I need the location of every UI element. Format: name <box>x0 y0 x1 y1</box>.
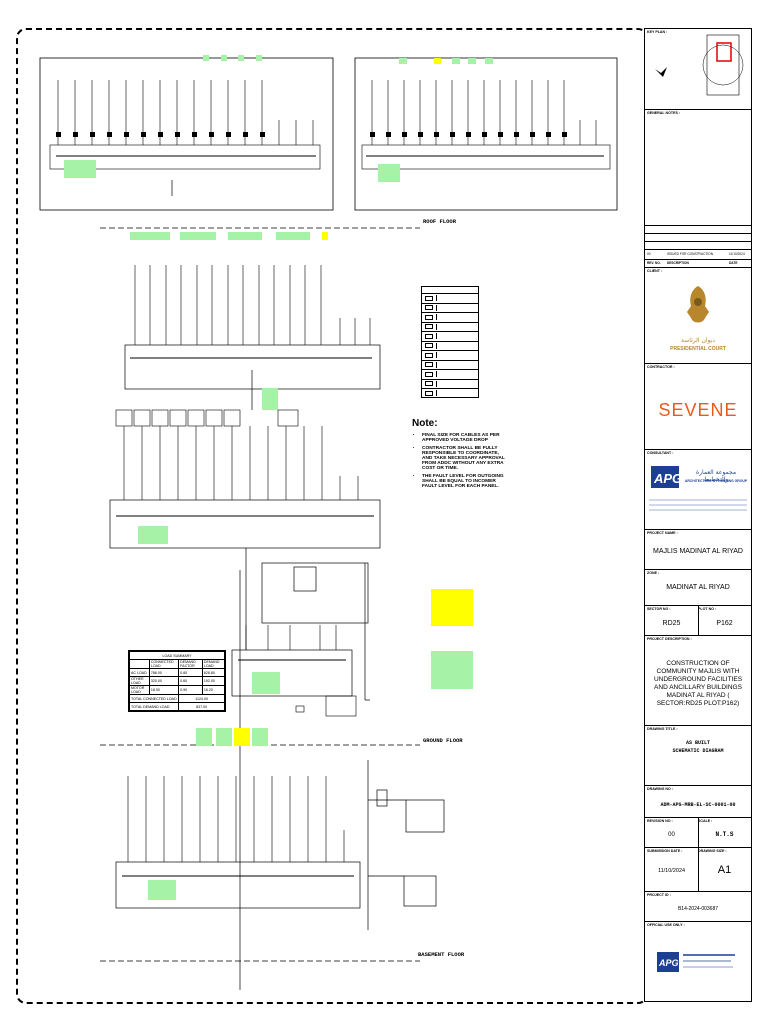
client-arabic: ديوان الرئاسة <box>681 337 715 344</box>
roof-level-label: ROOF FLOOR <box>423 218 457 225</box>
note-item: FINAL SIZE FOR CABLES AS PER APPROVED VO… <box>422 433 508 443</box>
general-notes: GENERAL NOTES : <box>645 109 751 225</box>
main-lv-panel <box>231 562 369 717</box>
sector-plot: SECTOR NO : PLOT NO : RD25 P162 <box>645 605 751 636</box>
submission-size: SUBMISSION DATE : DRAWING SIZE : 11/10/2… <box>645 847 751 892</box>
svg-text:APG: APG <box>653 471 682 486</box>
note-item: CONTRACTOR SHALL BE FULLY RESPONSIBLE TO… <box>422 446 508 471</box>
consultant-arabic: مجموعة العمارة والتخطيط <box>695 469 737 483</box>
top-highlights <box>203 55 493 64</box>
table-cell: TOTAL DEMAND LOAD <box>128 702 180 711</box>
client-section: CLIENT : ديوان الرئاسة PRESIDENTIAL COUR… <box>645 267 751 363</box>
drawing-title: DRAWING TITLE : AS BUILT SCHEMATIC DIAGR… <box>645 725 751 785</box>
table-cell: 0.80 <box>178 668 203 677</box>
notes-block: Note: FINAL SIZE FOR CABLES AS PER APPRO… <box>412 418 508 492</box>
legend-green-swatch <box>431 651 473 689</box>
ground-smdb-headers <box>115 409 299 427</box>
table-cell: TOTAL CONNECTED LOAD <box>128 694 180 703</box>
main-lv-feeders <box>245 625 337 650</box>
revision-scale: REVISION NO : SCALE : 00 N.T.S <box>645 817 751 848</box>
table-cell: 320.00 <box>148 676 180 686</box>
zone: ZONE : MADINAT AL RIYAD <box>645 569 751 605</box>
table-cell: 1124.00 <box>178 694 225 703</box>
roof-mdb-feeders <box>134 265 371 345</box>
table-cell: OTHER LOAD <box>129 676 150 686</box>
ground-smdb <box>109 499 381 549</box>
roof-mdb <box>124 232 381 410</box>
title-block: KEY PLAN : GENERAL NOTES : 00 ISSUED FOR… <box>644 28 752 1002</box>
basement-db <box>115 861 361 909</box>
table-cell: AC LOAD <box>129 668 150 677</box>
note-item: THE FAULT LEVEL FOR OUTGOING SHALL BE EQ… <box>422 474 508 489</box>
consultant-name: ARCHITECTURE & PLANNING GROUP <box>684 479 748 483</box>
client-emblem <box>687 286 709 323</box>
project-id: PROJECT ID : B14-2024-003687 <box>645 891 751 921</box>
table-cell: 18.00 <box>148 685 180 695</box>
ground-highlights <box>196 728 268 746</box>
table-row: TOTAL DEMAND LOAD 837.00 <box>128 702 225 711</box>
contractor-logo: SEVENE <box>658 400 738 420</box>
ground-smdb-feeders <box>123 426 359 500</box>
client-name: PRESIDENTIAL COURT <box>670 346 726 352</box>
key-plan-map <box>655 34 744 96</box>
table-cell: 628.80 <box>201 668 226 677</box>
table-row: TOTAL CONNECTED LOAD 1124.00 <box>128 694 225 703</box>
revision-row: 00 ISSUED FOR CONSTRUCTION 11/10/2024 <box>645 249 751 259</box>
official-stamp-logo: APG <box>657 952 735 972</box>
notes-heading: Note: <box>412 418 438 429</box>
roof-breakers <box>56 132 567 137</box>
table-row: OTHER LOAD 320.00 0.60 192.00 <box>129 676 226 686</box>
project-description: PROJECT DESCRIPTION : CONSTRUCTION OF CO… <box>645 635 751 725</box>
table-cell: 0.60 <box>178 676 203 686</box>
table-cell: 0.90 <box>178 685 203 695</box>
main-riser <box>171 180 370 990</box>
symbol-legend <box>421 286 479 398</box>
consultant-section: CONSULTANT : APG مجموعة العمارة والتخطيط… <box>645 449 751 529</box>
column-header <box>129 659 150 669</box>
table-cell: 192.00 <box>201 676 226 686</box>
revision-headers: REV. NO. DESCRIPTION DATE <box>645 259 751 267</box>
basement-feeders <box>127 776 345 862</box>
column-header: CONNECTED LOAD <box>148 659 180 669</box>
table-cell: 786.00 <box>148 668 180 677</box>
table-cell: 16.20 <box>201 685 226 695</box>
key-plan: KEY PLAN : <box>645 29 751 109</box>
ground-level-label: GROUND FLOOR <box>423 737 463 744</box>
contractor-section: CONTRACTOR : SEVENE <box>645 363 751 449</box>
table-cell: MOTOR LOAD <box>129 685 150 695</box>
table-row: AC LOAD 786.00 0.80 628.80 <box>129 668 226 677</box>
svg-text:APG: APG <box>658 958 679 968</box>
basement-level-label: BASEMENT FLOOR <box>418 951 465 958</box>
table-row: MOTOR LOAD 18.00 0.90 16.20 <box>129 685 226 695</box>
official-use: OFFICIAL USE ONLY : APG <box>645 921 751 1001</box>
load-summary-table: LOAD SUMMARY CONNECTED LOAD DEMAND FACTO… <box>128 650 226 712</box>
drawing-number: DRAWING NO : ADM-APG-MRB-EL-SC-0001-00 <box>645 785 751 817</box>
load-summary-title: LOAD SUMMARY <box>129 651 225 660</box>
external-panels <box>367 760 445 930</box>
schematic-diagram <box>39 55 618 990</box>
column-header: DEMAND FACTOR <box>178 659 203 669</box>
column-header: DEMAND LOAD <box>201 659 226 669</box>
consultant-logo: APG <box>649 466 747 511</box>
project-name: PROJECT NAME : MAJLIS MADINAT AL RIYAD <box>645 529 751 569</box>
legend-yellow-swatch <box>431 589 473 626</box>
table-cell: 837.00 <box>178 702 225 711</box>
roof-db-1 <box>39 57 334 211</box>
